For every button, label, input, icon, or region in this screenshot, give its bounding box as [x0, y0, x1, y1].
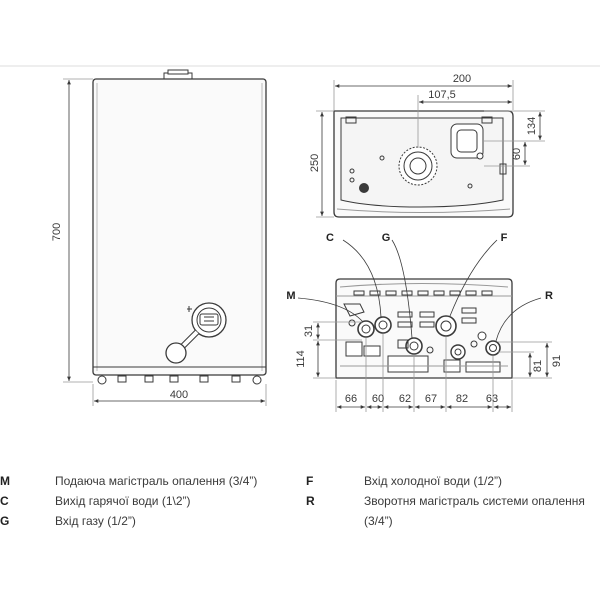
- legend-code: M: [0, 474, 10, 488]
- dim-63: 63: [486, 393, 498, 405]
- legend-text: Вихід гарячої води (1\2”): [55, 494, 191, 508]
- legend-code: R: [306, 494, 315, 508]
- top-view-dimensions: [316, 80, 545, 218]
- pipe-connection-g: [397, 337, 423, 355]
- pipe-connection-f: [435, 315, 466, 360]
- legend-code: C: [0, 494, 9, 508]
- dim-67: 67: [425, 393, 437, 405]
- top-offset-label: 107,5: [428, 89, 456, 101]
- dim-60: 60: [372, 393, 384, 405]
- width-label: 400: [170, 389, 188, 401]
- dim-31: 31: [303, 325, 315, 337]
- dim-62: 62: [399, 393, 411, 405]
- vent-slots: [353, 290, 493, 328]
- flue-outlet-icon: [398, 146, 438, 186]
- height-dimension: [63, 78, 93, 383]
- bottom-left-dimensions: [313, 321, 362, 379]
- top-flue-offset-label: 134: [526, 117, 538, 135]
- callout-f: F: [501, 232, 508, 244]
- bottom-spacing-dimensions: [335, 334, 513, 412]
- legend-text: Вхід холодної води (1/2”): [364, 474, 503, 488]
- front-view: [92, 69, 267, 385]
- top-depth-label: 250: [309, 154, 321, 172]
- callout-g: G: [382, 232, 391, 244]
- pipe-connection-m: [357, 320, 375, 338]
- legend-code: F: [306, 474, 314, 488]
- top-flue-height-label: 60: [511, 148, 523, 160]
- callout-c: C: [326, 232, 334, 244]
- bottom-right-dimensions: [498, 341, 552, 379]
- legend: M Подаюча магістраль опалення (3/4”) C В…: [0, 466, 600, 546]
- legend-code: G: [0, 514, 10, 528]
- boiler-body: [92, 78, 267, 376]
- callout-leaders: [297, 239, 542, 342]
- dim-82: 82: [456, 393, 468, 405]
- width-dimension: [92, 384, 267, 406]
- pipe-connection-c: [374, 316, 392, 334]
- control-panel-icon: [165, 302, 227, 364]
- height-label: 700: [51, 223, 63, 241]
- air-inlet-icon: [450, 123, 484, 160]
- legend-text: Подаюча магістраль опалення (3/4”): [55, 474, 258, 488]
- callout-m: M: [286, 290, 295, 302]
- top-view: [333, 110, 514, 218]
- bottom-view: [335, 278, 513, 379]
- dim-81: 81: [532, 360, 544, 372]
- legend-text-continued: (3/4”): [364, 514, 393, 528]
- legend-text: Вхід газу (1/2”): [55, 514, 136, 528]
- dim-114: 114: [295, 350, 307, 368]
- top-width-label: 200: [453, 73, 471, 85]
- pipe-connection-r: [477, 331, 501, 356]
- callout-r: R: [545, 290, 553, 302]
- dim-91: 91: [551, 355, 563, 367]
- legend-text: Зворотня магістраль системи опалення: [364, 494, 585, 508]
- dim-66: 66: [345, 393, 357, 405]
